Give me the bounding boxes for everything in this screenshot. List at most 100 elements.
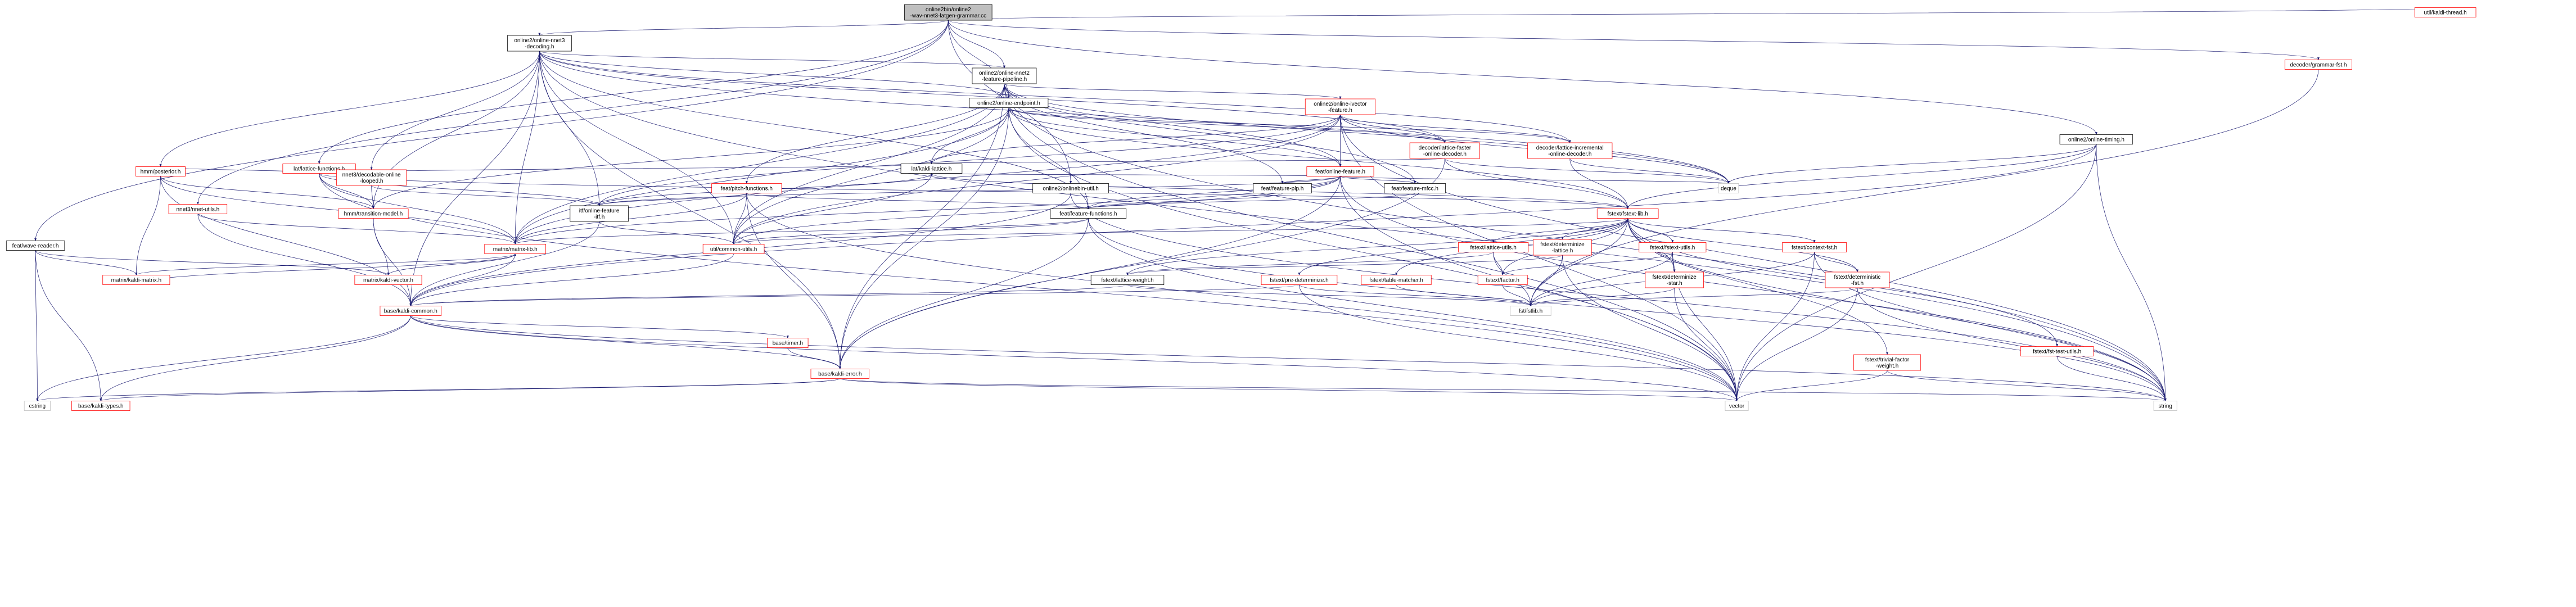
edge-ftw-to-vec bbox=[1735, 370, 1888, 401]
edge-ndl-to-itf bbox=[371, 185, 601, 206]
node-oep[interactable]: online2/online-endpoint.h bbox=[969, 98, 1049, 108]
node-ofe[interactable]: feat/online-feature.h bbox=[1306, 166, 1374, 176]
node-ftw[interactable]: fstext/trivial-factor-weight.h bbox=[1853, 354, 1921, 371]
edge-otm-to-str bbox=[2096, 144, 2167, 401]
node-ucu[interactable]: util/common-utils.h bbox=[702, 244, 765, 254]
node-box bbox=[1361, 275, 1432, 285]
node-fmf[interactable]: feat/feature-mfcc.h bbox=[1384, 183, 1446, 193]
node-box bbox=[2059, 134, 2133, 144]
edge-htm-to-bkc bbox=[373, 218, 412, 306]
node-ffu[interactable]: fstext/fstext-utils.h bbox=[1639, 242, 1707, 252]
edge-bkc-to-btm bbox=[410, 315, 789, 338]
edge-dli-to-dct bbox=[1569, 158, 1730, 184]
node-label: nnet3/decodable-online bbox=[342, 172, 401, 178]
node-bkt[interactable]: base/kaldi-types.h bbox=[71, 401, 130, 411]
node-box bbox=[136, 166, 186, 176]
node-ftm[interactable]: fstext/table-matcher.h bbox=[1361, 275, 1432, 285]
edge-fcf-to-vec bbox=[1735, 252, 1815, 401]
node-otm[interactable]: online2/online-timing.h bbox=[2059, 134, 2133, 144]
node-fdf[interactable]: fstext/deterministic-fst.h bbox=[1825, 271, 1890, 288]
node-dgf[interactable]: decoder/grammar-fst.h bbox=[2284, 60, 2352, 70]
node-label: feat/wave-reader.h bbox=[12, 243, 59, 250]
node-cst[interactable]: cstring bbox=[24, 401, 51, 411]
node-dli[interactable]: decoder/lattice-incremental-online-decod… bbox=[1527, 142, 1613, 159]
edge-oiv-to-itf bbox=[598, 114, 1341, 206]
node-label: feat/feature-mfcc.h bbox=[1392, 186, 1438, 192]
node-label: util/common-utils.h bbox=[710, 247, 757, 253]
node-fcf[interactable]: fstext/context-fst.h bbox=[1782, 242, 1847, 252]
node-od[interactable]: online2/online-nnet3-decoding.h bbox=[507, 35, 572, 52]
node-label: decoder/lattice-incremental bbox=[1536, 145, 1604, 151]
node-ouu[interactable]: online2/onlinebin-util.h bbox=[1032, 183, 1109, 193]
node-bkc[interactable]: base/kaldi-common.h bbox=[380, 306, 442, 316]
node-label: itf/online-feature bbox=[579, 208, 620, 214]
edge-bkc-to-str bbox=[410, 315, 2167, 401]
node-fpf[interactable]: feat/pitch-functions.h bbox=[711, 183, 782, 193]
edge-flw-to-ffl bbox=[1127, 284, 1532, 306]
node-box bbox=[711, 183, 782, 193]
node-wav[interactable]: feat/wave-reader.h bbox=[6, 241, 65, 251]
edge-bkc-to-cst bbox=[36, 315, 411, 401]
node-str[interactable]: string bbox=[2153, 401, 2177, 411]
edge-od-to-oep bbox=[539, 51, 1010, 98]
node-label: feat/feature-plp.h bbox=[1261, 186, 1304, 192]
node-ukt[interactable]: util/kaldi-thread.h bbox=[2414, 7, 2476, 17]
node-htm[interactable]: hmm/transition-model.h bbox=[338, 209, 409, 219]
node-fst[interactable]: fstext/fstext-lib.h bbox=[1596, 209, 1659, 219]
edge-oiv-to-dli bbox=[1340, 114, 1571, 143]
node-box bbox=[1725, 401, 1749, 411]
node-fdl[interactable]: fstext/determinize-lattice.h bbox=[1533, 239, 1592, 256]
node-fpd[interactable]: fstext/pre-determinize.h bbox=[1261, 275, 1338, 285]
edge-dgf-to-ffl bbox=[1530, 69, 2319, 306]
edge-itf-to-bkc bbox=[409, 221, 599, 306]
node-ndl[interactable]: nnet3/decodable-online-looped.h bbox=[336, 169, 407, 186]
node-ffn[interactable]: feat/feature-functions.h bbox=[1050, 209, 1127, 219]
edge-lfn-to-itf bbox=[319, 173, 601, 206]
node-oiv[interactable]: online2/online-ivector-feature.h bbox=[1305, 98, 1376, 115]
edge-ofe-to-fmf bbox=[1340, 176, 1416, 184]
node-bke[interactable]: base/kaldi-error.h bbox=[810, 369, 870, 379]
node-mkv[interactable]: matrix/kaldi-vector.h bbox=[354, 275, 422, 285]
node-label: matrix/matrix-lib.h bbox=[493, 247, 538, 253]
edge-mkm-to-mml bbox=[136, 253, 517, 285]
node-flw[interactable]: fstext/lattice-weight.h bbox=[1090, 275, 1165, 285]
edge-fst-to-fdf bbox=[1627, 218, 1858, 273]
edge-fcf-to-fdf bbox=[1814, 252, 1858, 273]
node-itf[interactable]: itf/online-feature-itf.h bbox=[570, 205, 629, 222]
node-fla[interactable]: fstext/lattice-utils.h bbox=[1458, 242, 1529, 252]
edge-wav-to-bkt bbox=[35, 250, 102, 401]
node-ftx[interactable]: fstext/fst-test-utils.h bbox=[2020, 346, 2094, 356]
node-btm[interactable]: base/timer.h bbox=[767, 338, 809, 348]
node-box bbox=[354, 275, 422, 285]
edge-root-to-ukt bbox=[948, 7, 2446, 21]
edge-ftw-to-str bbox=[1887, 370, 2167, 401]
edge-oep-to-bke bbox=[838, 107, 1009, 369]
node-label: -online-decoder.h bbox=[1548, 151, 1591, 157]
node-ffl[interactable]: fst/fstlib.h bbox=[1510, 306, 1551, 316]
node-label: fstext/context-fst.h bbox=[1792, 245, 1837, 251]
edge-lfn-to-vec bbox=[319, 173, 1738, 401]
node-box bbox=[338, 209, 409, 219]
node-hmp[interactable]: hmm/posterior.h bbox=[136, 166, 186, 176]
node-label: fstext/lattice-weight.h bbox=[1101, 278, 1153, 284]
node-dlf[interactable]: decoder/lattice-faster-online-decoder.h bbox=[1409, 142, 1480, 159]
edge-fpf-to-ffn bbox=[746, 193, 1090, 209]
node-fpl[interactable]: feat/feature-plp.h bbox=[1253, 183, 1312, 193]
node-nnu[interactable]: nnet3/nnet-utils.h bbox=[168, 204, 228, 214]
node-label: deque bbox=[1721, 186, 1736, 192]
node-mkm[interactable]: matrix/kaldi-matrix.h bbox=[102, 275, 170, 285]
edge-ftm-to-ffl bbox=[1396, 284, 1532, 306]
node-vec[interactable]: vector bbox=[1725, 401, 1749, 411]
node-label: online2/online-nnet2 bbox=[979, 70, 1030, 76]
edge-od-to-ndl bbox=[370, 51, 540, 170]
node-ffa[interactable]: fstext/factor.h bbox=[1477, 275, 1528, 285]
node-mml[interactable]: matrix/matrix-lib.h bbox=[484, 244, 546, 254]
node-klt[interactable]: lat/kaldi-lattice.h bbox=[900, 164, 963, 174]
edge-fst-to-flw bbox=[1126, 218, 1628, 275]
edge-ofe-to-vec bbox=[1340, 176, 1738, 401]
node-ofp[interactable]: online2/online-nnet2-feature-pipeline.h bbox=[972, 67, 1037, 84]
node-dct[interactable]: deque bbox=[1718, 183, 1739, 193]
edge-fst-to-fla bbox=[1492, 218, 1628, 243]
node-label: -looped.h bbox=[360, 178, 384, 184]
node-fds[interactable]: fstext/determinize-star.h bbox=[1645, 271, 1704, 288]
